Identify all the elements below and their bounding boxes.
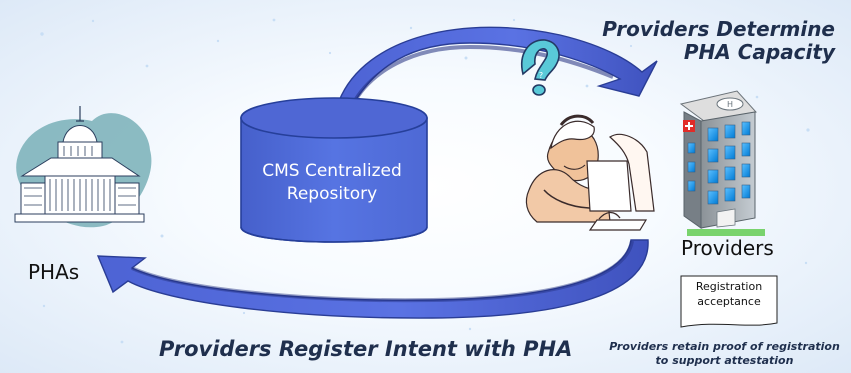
question-mark-icon: ?	[521, 39, 560, 96]
phas-label: PHAs	[28, 260, 80, 284]
provider-person-icon	[525, 114, 655, 231]
top-curved-arrow	[338, 26, 658, 107]
question-mark-glyph: ?	[539, 71, 543, 80]
providers-label: Providers	[681, 236, 774, 260]
hospital-building-icon: H	[679, 90, 765, 236]
pha-capitol-icon	[14, 106, 152, 228]
cms-repository-label: CMS Centralized Repository	[262, 161, 402, 204]
bottom-curved-arrow	[96, 239, 649, 319]
cms-repository-cylinder	[240, 97, 428, 243]
registration-acceptance-label: Registration acceptance	[695, 280, 763, 308]
proof-of-registration-note: Providers retain proof of registration t…	[609, 340, 840, 367]
svg-text:H: H	[727, 100, 733, 109]
registration-acceptance-document	[680, 275, 778, 328]
providers-determine-capacity-caption: Providers Determine PHA Capacity	[602, 17, 835, 65]
providers-register-intent-caption: Providers Register Intent with PHA	[159, 337, 573, 361]
